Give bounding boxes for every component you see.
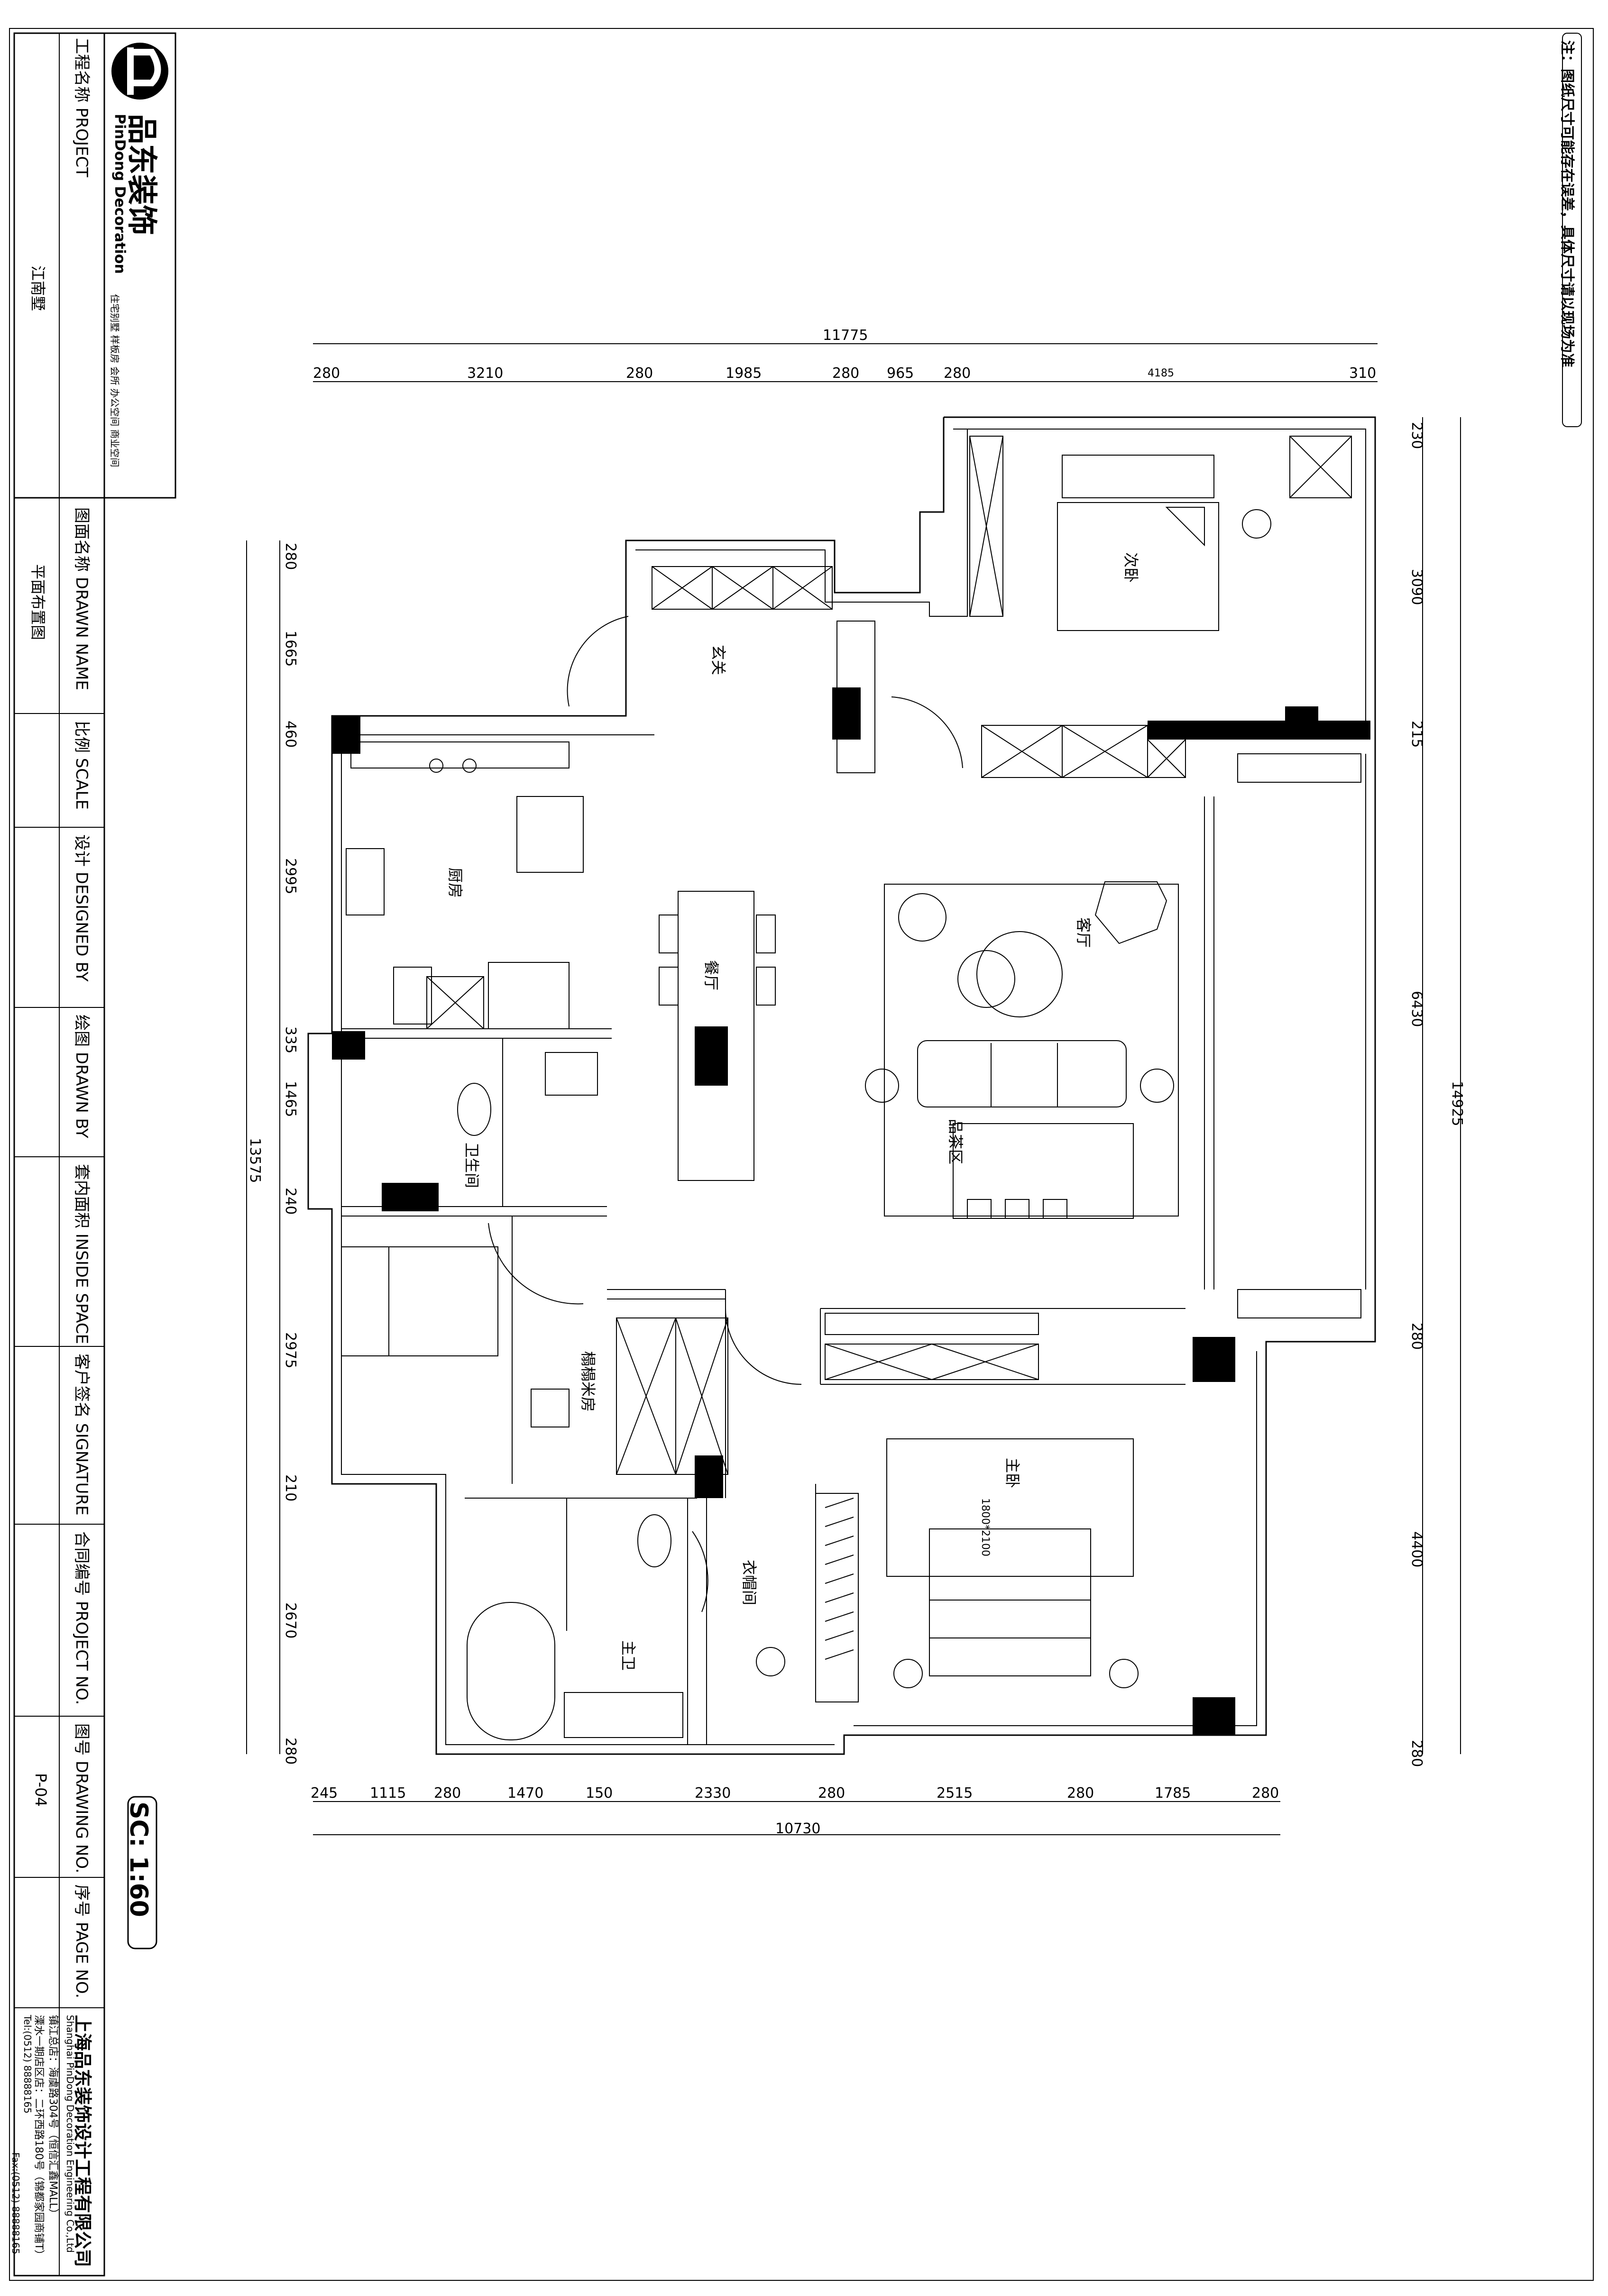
dim-top-4: 280 <box>832 365 860 382</box>
dim-top-7: 4185 <box>1148 367 1174 379</box>
signature-label: 客户签名 SIGNATURE <box>72 1354 91 1516</box>
dimension-lines <box>246 343 1461 1835</box>
dim-left-10: 280 <box>282 1738 299 1765</box>
room-bathroom: 卫生间 <box>463 1143 481 1189</box>
dim-left-total: 13575 <box>247 1138 263 1183</box>
dim-bottom-5: 2330 <box>695 1785 731 1802</box>
dim-bottom-2: 280 <box>434 1785 461 1802</box>
dim-right-2: 215 <box>1408 721 1425 748</box>
scale-badge: SC: 1:60 <box>124 1802 153 1917</box>
dim-left-3: 2995 <box>282 858 299 895</box>
dim-right-5: 4400 <box>1408 1531 1425 1568</box>
dim-right-0: 230 <box>1408 422 1425 449</box>
dim-left-0: 280 <box>282 543 299 570</box>
dim-bottom-9: 1785 <box>1155 1785 1191 1802</box>
company-name-en: Shanghai PinDong Decoration Engineering … <box>64 2015 76 2253</box>
dim-bottom-8: 280 <box>1067 1785 1094 1802</box>
room-dining: 餐厅 <box>702 960 720 991</box>
dim-left-1: 1665 <box>282 631 299 667</box>
dim-bottom-10: 280 <box>1252 1785 1279 1802</box>
drawn-name-value: 平面布置图 <box>29 564 47 640</box>
dim-left-5: 1465 <box>282 1081 299 1117</box>
project-no-label: 合同编号 PROJECT NO. <box>72 1531 91 1705</box>
dim-left-2: 460 <box>282 721 299 748</box>
dim-top-8: 310 <box>1349 365 1377 382</box>
dim-top-1: 3210 <box>467 365 504 382</box>
dim-bottom-4: 150 <box>586 1785 613 1802</box>
title-block-frame <box>13 32 1582 2277</box>
project-value: 江南墅 <box>29 265 47 311</box>
room-foyer: 玄关 <box>709 645 727 676</box>
dim-right-total: 14925 <box>1449 1081 1465 1126</box>
dim-left-7: 2975 <box>282 1332 299 1369</box>
room-walk-in-closet: 衣帽间 <box>740 1560 758 1606</box>
disclaimer-note: 注：图纸尺寸可能存在误差，具体尺寸请以现场为准 <box>1559 40 1575 367</box>
sheet-border <box>9 28 1594 2281</box>
company-address-2: 溧水一期店区店：二环西路180号（锦都家园商铺T） <box>33 2015 45 2260</box>
bed-size-label: 1800*2100 <box>979 1498 991 1556</box>
company-tel: Tel:(0512) 88888165 <box>22 2015 33 2114</box>
designed-label: 设计 DESIGNED BY <box>72 834 91 982</box>
dim-bottom-6: 280 <box>818 1785 845 1802</box>
room-living: 客厅 <box>1075 917 1093 948</box>
dim-top-0: 280 <box>313 365 340 382</box>
room-master-bedroom: 主卧 <box>1003 1458 1021 1489</box>
drawing-no-value: P-04 <box>32 1773 50 1807</box>
door-swings <box>488 616 963 1612</box>
dim-left-6: 240 <box>282 1188 299 1215</box>
scale-label: 比例 SCALE <box>72 721 91 810</box>
logo-text-en: PinDong Decoration <box>111 114 128 274</box>
dim-top-3: 1985 <box>726 365 762 382</box>
company-fax: Fax:(0512) 88888165 <box>10 2152 21 2255</box>
room-second-bedroom: 次卧 <box>1122 552 1140 583</box>
dim-top-6: 280 <box>944 365 971 382</box>
dim-right-1: 3090 <box>1408 569 1425 605</box>
furniture <box>341 455 1271 1740</box>
dim-bottom-1: 1115 <box>370 1785 406 1802</box>
room-kitchen: 厨房 <box>446 868 464 898</box>
outer-walls <box>307 416 1376 1755</box>
room-tea-area: 品茶区 <box>946 1119 965 1165</box>
dim-left-8: 210 <box>282 1474 299 1502</box>
dim-bottom-0: 245 <box>311 1785 338 1802</box>
room-master-bath: 主卫 <box>619 1640 637 1671</box>
dim-bottom-3: 1470 <box>507 1785 544 1802</box>
cabinets <box>350 436 1361 1702</box>
page-no-label: 序号 PAGE NO. <box>72 1884 91 1999</box>
structural-columns <box>332 687 1370 1735</box>
room-tatami: 榻榻米房 <box>579 1351 597 1412</box>
inside-space-label: 套内面积 INSIDE SPACE <box>72 1164 91 1345</box>
dim-left-4: 335 <box>282 1026 299 1054</box>
dim-right-4: 280 <box>1408 1323 1425 1350</box>
dim-left-9: 2670 <box>282 1602 299 1639</box>
drawn-by-label: 绘图 DRAWN BY <box>72 1015 91 1138</box>
interior-walls <box>341 734 1185 1745</box>
dim-top-5: 965 <box>887 365 914 382</box>
dim-right-6: 280 <box>1408 1740 1425 1767</box>
drawing-no-label: 图号 DRAWING NO. <box>72 1723 91 1874</box>
drawn-name-label: 图面名称 DRAWN NAME <box>72 507 91 691</box>
project-label: 工程名称 PROJECT <box>72 38 91 177</box>
dim-right-3: 6430 <box>1408 991 1425 1027</box>
logo-text-cn: 品东装饰 <box>124 114 159 235</box>
dim-bottom-total: 10730 <box>775 1820 821 1837</box>
company-address-1: 镇江总店：海虞路304号（恒信汇鑫MALL） <box>47 2015 59 2219</box>
dim-top-2: 280 <box>626 365 653 382</box>
logo-services: 住宅别墅 样板房 会所 办公空间 商业空间 <box>109 294 120 467</box>
dim-top-total: 11775 <box>823 327 868 344</box>
dim-bottom-7: 2515 <box>937 1785 973 1802</box>
